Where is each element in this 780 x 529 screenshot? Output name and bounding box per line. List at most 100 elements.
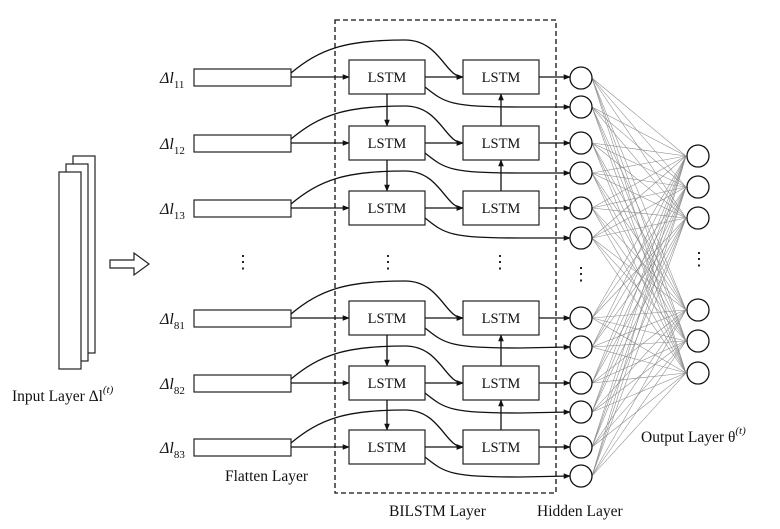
fc-edge — [591, 106, 687, 157]
fc-edge — [591, 372, 687, 477]
backward-lstm-label: LSTM — [482, 201, 521, 217]
fc-edge — [591, 155, 687, 174]
forward-lstm-box — [348, 429, 426, 465]
fc-edge — [591, 186, 687, 239]
output-ellipsis: ⋮ — [690, 249, 708, 269]
input-sheet-front — [58, 171, 82, 370]
fc-edge — [591, 77, 687, 311]
hidden-node — [569, 161, 593, 185]
fc-edge — [591, 207, 687, 219]
fc-edge — [591, 309, 687, 477]
fc-edge — [591, 142, 687, 342]
fc-edge — [591, 217, 687, 384]
flatten-to-backward-wire — [290, 39, 464, 80]
fc-edge — [591, 77, 687, 188]
forward-lstm-label: LSTM — [368, 311, 407, 327]
fc-edge — [591, 346, 687, 374]
flatten-cell — [193, 374, 292, 393]
fc-edge — [591, 340, 687, 448]
fc-edge — [591, 77, 687, 219]
flatten-to-backward-wire — [290, 105, 464, 146]
fc-edge — [591, 217, 687, 239]
fc-edge — [591, 142, 687, 219]
hidden-node — [569, 435, 593, 459]
fc-edge — [591, 106, 687, 374]
hidden-node — [569, 371, 593, 395]
fc-edge — [591, 372, 687, 448]
fc-edge — [591, 106, 687, 311]
flatten-ellipsis: ⋮ — [234, 252, 252, 272]
backward-lstm-box — [462, 429, 540, 465]
fc-edge — [591, 106, 687, 188]
row-label: Δl83 — [159, 440, 185, 461]
fc-edge — [591, 309, 687, 448]
fc-edge — [591, 372, 687, 384]
row-label: Δl81 — [159, 311, 185, 332]
fc-edge — [591, 155, 687, 477]
fc-edge — [591, 142, 687, 374]
output-node — [686, 144, 710, 168]
fc-edge — [591, 237, 687, 342]
input-layer-stack — [58, 155, 96, 370]
flatten-to-backward-wire — [290, 170, 464, 211]
forward-lstm-label: LSTM — [368, 201, 407, 217]
sequence-row: Δl11 LSTM LSTM — [159, 39, 571, 110]
row-label: Δl11 — [159, 70, 184, 91]
output-node — [686, 329, 710, 353]
backward-lstm-box — [462, 300, 540, 336]
fc-edge — [591, 309, 687, 413]
fc-edge — [591, 340, 687, 348]
output-node — [686, 206, 710, 230]
flatten-to-backward-wire — [290, 280, 464, 321]
row-label: Δl13 — [159, 201, 185, 222]
forward-lstm-label: LSTM — [368, 440, 407, 456]
forward-lstm-ellipsis: ⋮ — [379, 252, 397, 272]
fc-edge — [591, 172, 687, 219]
flatten-to-backward-wire — [290, 409, 464, 450]
fc-edge — [591, 186, 687, 384]
fc-edge — [591, 217, 687, 477]
fc-edge — [591, 217, 687, 348]
hidden-layer-label: Hidden Layer — [537, 503, 623, 520]
hidden-node — [569, 335, 593, 359]
fc-edge — [591, 237, 687, 311]
input-layer-label: Input Layer Δl(t) — [12, 384, 114, 405]
flatten-to-backward-wire — [290, 345, 464, 386]
hidden-node — [569, 66, 593, 90]
input-to-flatten-arrow — [109, 251, 151, 277]
sequence-row: Δl13 LSTM LSTM — [159, 159, 571, 241]
fc-edge — [591, 186, 687, 348]
fc-edge — [591, 77, 687, 157]
hidden-node — [569, 400, 593, 424]
fc-edge — [591, 142, 687, 188]
hidden-node — [569, 131, 593, 155]
forward-lstm-label: LSTM — [368, 136, 407, 152]
flatten-cell — [193, 68, 292, 87]
fully-connected-edges — [591, 77, 687, 477]
bilstm-layer-boundary — [334, 19, 557, 494]
fc-edge — [591, 155, 687, 348]
fc-edge — [591, 155, 687, 448]
forward-lstm-box — [348, 365, 426, 401]
bilstm-layer-label: BILSTM Layer — [389, 503, 487, 520]
fc-edge — [591, 309, 687, 348]
fc-edge — [591, 155, 687, 319]
hidden-ellipsis: ⋮ — [572, 264, 590, 284]
backward-lstm-box — [462, 365, 540, 401]
fc-edge — [591, 155, 687, 384]
fc-edge — [591, 340, 687, 477]
fc-edge — [591, 77, 687, 342]
backward-lstm-ellipsis: ⋮ — [491, 252, 509, 272]
backward-lstm-label: LSTM — [482, 70, 521, 86]
fc-edge — [591, 217, 687, 413]
fc-edge — [591, 237, 687, 374]
fc-edge — [591, 142, 687, 157]
hidden-node — [569, 306, 593, 330]
fc-edge — [591, 172, 687, 311]
forward-lstm-box — [348, 190, 426, 226]
fc-edge — [591, 172, 687, 188]
fc-edge — [591, 155, 687, 413]
forward-lstm-label: LSTM — [368, 70, 407, 86]
